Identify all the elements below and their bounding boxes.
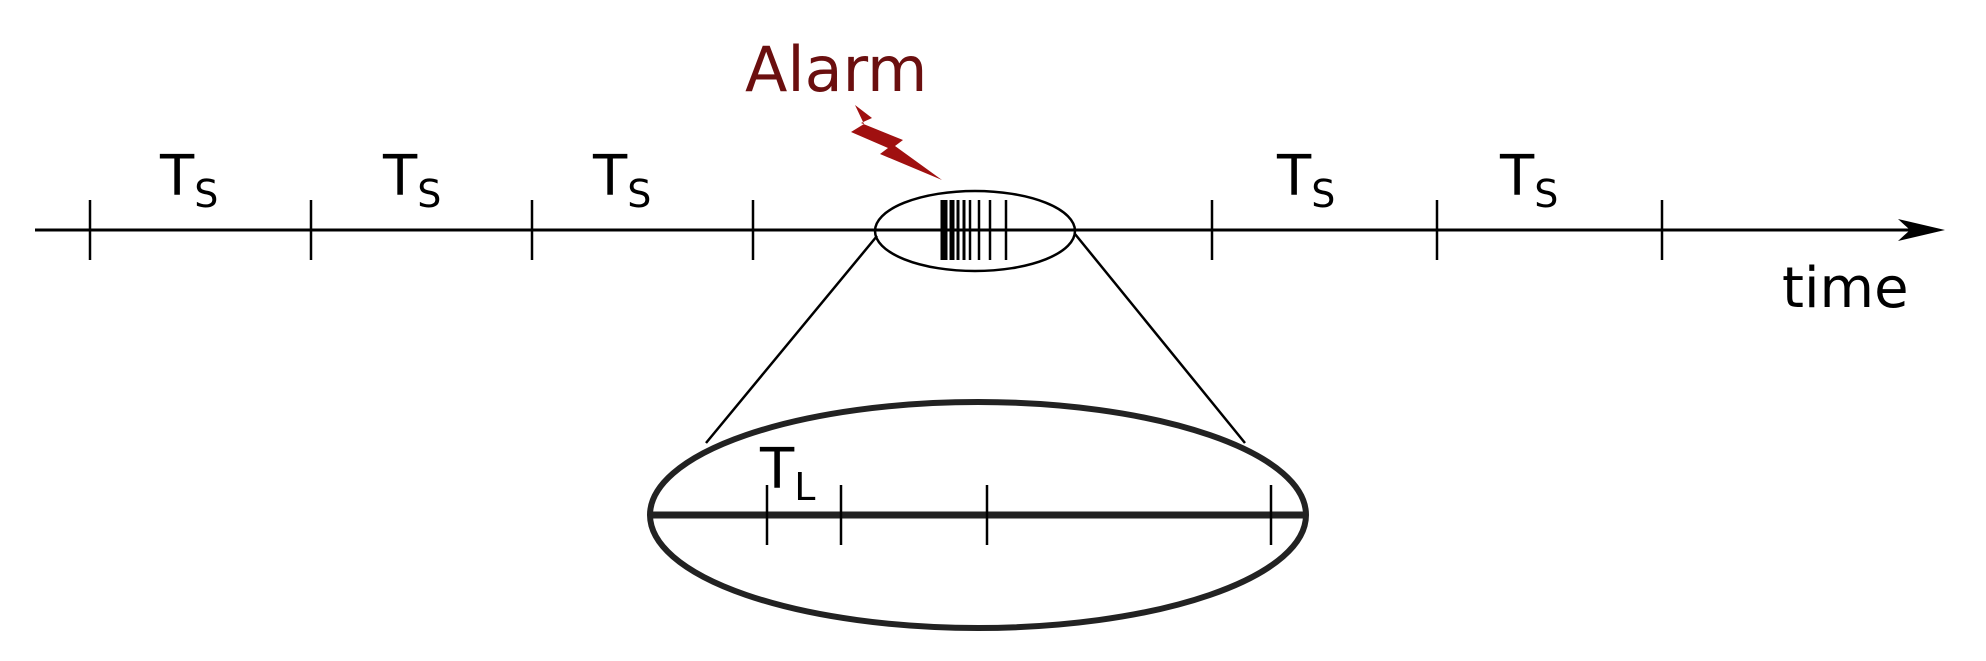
period-label-ts: TS	[1499, 144, 1558, 216]
period-symbol: T	[592, 144, 628, 209]
sampling-ticks	[88, 200, 1664, 260]
burst-ellipse	[873, 189, 1077, 273]
period-symbol: T	[1499, 144, 1535, 209]
period-label-ts: TS	[592, 144, 651, 216]
zoom-connector-right	[1074, 233, 1246, 444]
period-label-tl: TL	[759, 437, 815, 509]
zoom-period-symbol: T	[759, 437, 795, 502]
zoom-connectors	[705, 233, 1246, 444]
period-subscript: S	[417, 172, 441, 216]
period-label-ts: TS	[159, 144, 218, 216]
time-axis-label: time	[1782, 256, 1909, 321]
time-axis-arrowhead	[1898, 219, 1945, 241]
alarm-label: Alarm	[745, 33, 927, 106]
zoom-ticks	[765, 485, 1273, 545]
period-labels: TS TS TS TS TS	[159, 144, 1558, 216]
period-subscript: S	[627, 172, 651, 216]
period-subscript: S	[1311, 172, 1335, 216]
period-subscript: S	[1534, 172, 1558, 216]
lightning-bolt-icon	[851, 105, 942, 180]
alarm-indicator: Alarm	[745, 33, 942, 180]
period-label-ts: TS	[382, 144, 441, 216]
zoom-lens: TL	[647, 399, 1309, 631]
period-label-ts: TS	[1276, 144, 1335, 216]
alarm-burst	[873, 189, 1077, 273]
period-symbol: T	[159, 144, 195, 209]
zoom-period-subscript: L	[794, 465, 815, 509]
period-symbol: T	[382, 144, 418, 209]
period-symbol: T	[1276, 144, 1312, 209]
burst-ticks	[940, 200, 1008, 260]
zoom-connector-left	[705, 235, 878, 444]
period-subscript: S	[194, 172, 218, 216]
